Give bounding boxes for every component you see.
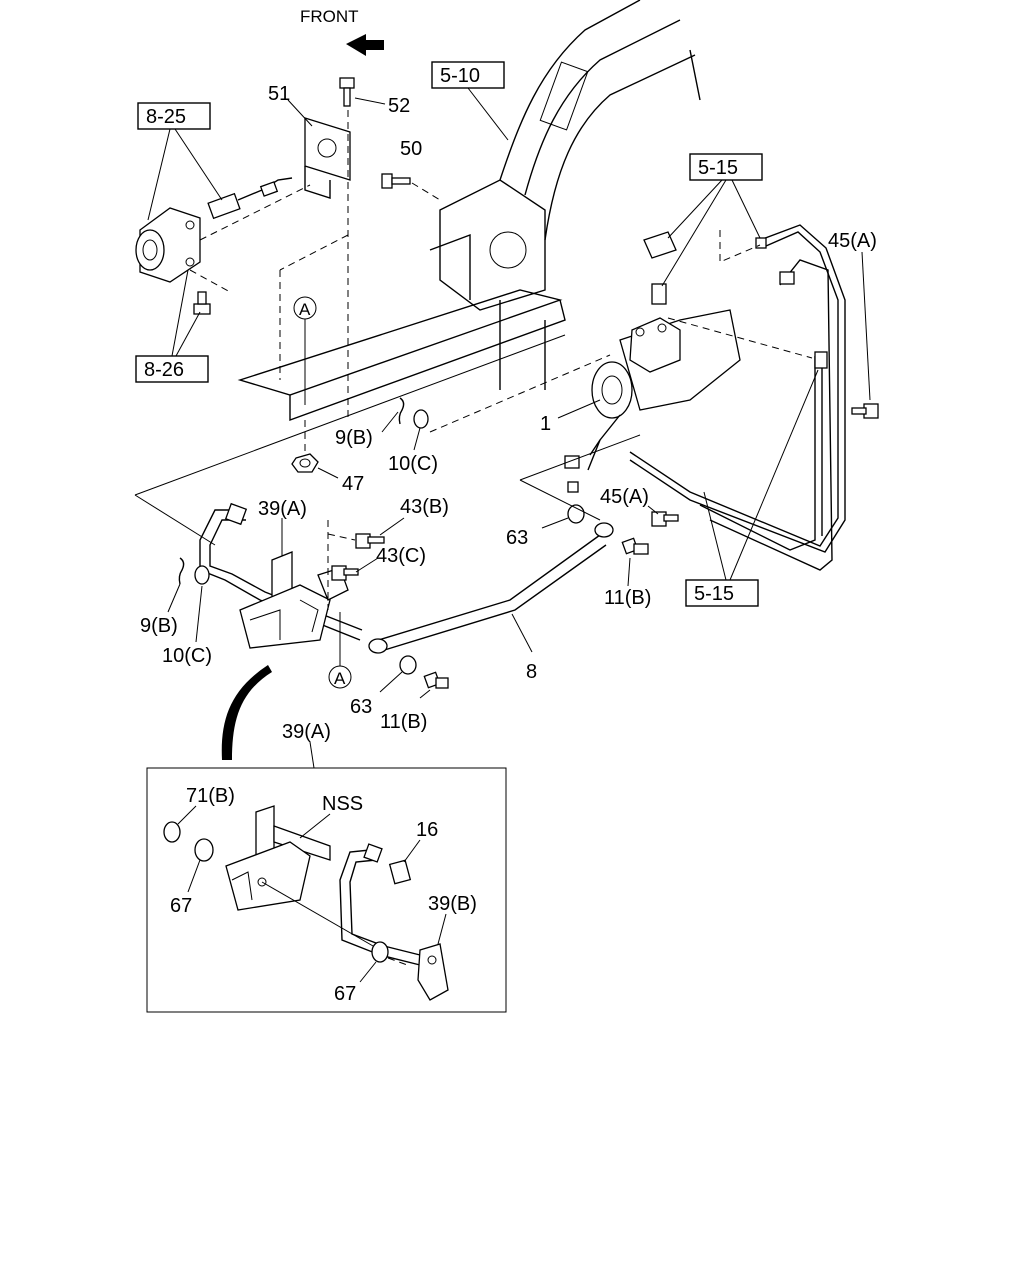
cotter-pin-9b-left — [178, 557, 185, 585]
pedal-bracket-39a — [199, 502, 363, 649]
bushing-63-bottom — [399, 655, 417, 675]
nut-47 — [291, 453, 319, 473]
washer-10c-top — [413, 409, 429, 429]
connecting-rod-8 — [368, 522, 614, 654]
stopper-16 — [388, 859, 412, 885]
ref-label-5-10: 5-10 — [440, 65, 480, 87]
inset-box — [146, 767, 507, 1013]
callout-63-top: 63 — [506, 527, 528, 549]
callout-43c: 43(C) — [376, 545, 426, 567]
ref-label-8-25: 8-25 — [146, 106, 186, 128]
ref-label-5-15-top: 5-15 — [698, 157, 738, 179]
inset-pointer-arrow — [221, 665, 272, 760]
callout-nss: NSS — [322, 793, 363, 815]
cotter-pin-9b-top — [398, 397, 405, 425]
callout-16: 16 — [416, 819, 438, 841]
pin-11b-bottom — [423, 671, 449, 689]
callout-50: 50 — [400, 138, 422, 160]
valve-assembly — [135, 207, 201, 283]
callout-11b-bottom: 11(B) — [380, 711, 427, 733]
callout-9b-left: 9(B) — [140, 615, 178, 637]
ref-box-5-15-top[interactable] — [689, 153, 763, 181]
ref-box-8-26[interactable] — [135, 355, 209, 383]
ref-box-8-25[interactable] — [137, 102, 211, 130]
bolt-45a-top — [851, 403, 879, 419]
callout-9b-top: 9(B) — [335, 427, 373, 449]
inset-bracket — [225, 805, 331, 911]
mounting-bracket-51 — [304, 117, 351, 199]
bolt-45a-mid — [651, 511, 679, 527]
callout-63-bottom: 63 — [350, 696, 372, 718]
inset-pedal-39b — [339, 843, 449, 1001]
collar-67-bottom — [371, 941, 389, 963]
ref-label-5-15-bottom: 5-15 — [694, 583, 734, 605]
pin-11b-top — [621, 537, 649, 555]
inset-title: 39(A) — [282, 721, 331, 743]
collar-67-left — [194, 838, 214, 862]
callout-51: 51 — [268, 83, 290, 105]
callout-1: 1 — [540, 413, 551, 435]
callout-43b: 43(B) — [400, 496, 449, 518]
callout-10c-top: 10(C) — [388, 453, 438, 475]
bushing-71b — [163, 821, 181, 843]
bolt-52 — [339, 77, 355, 107]
brake-lines — [629, 224, 846, 571]
callout-11b-top: 11(B) — [604, 587, 651, 609]
callout-67-left: 67 — [170, 895, 192, 917]
actuator-unit — [564, 231, 741, 493]
washer-10c-left — [194, 565, 210, 585]
ref-label-8-26: 8-26 — [144, 359, 184, 381]
front-label: FRONT — [300, 7, 359, 26]
callout-45a-mid: 45(A) — [600, 486, 649, 508]
marker-a-bottom-label: A — [334, 669, 346, 688]
ref-box-5-10[interactable] — [431, 61, 505, 89]
bolt-8-26 — [193, 291, 211, 315]
callout-67-bottom: 67 — [334, 983, 356, 1005]
callout-45a-top: 45(A) — [828, 230, 877, 252]
callout-47: 47 — [342, 473, 364, 495]
callout-52: 52 — [388, 95, 410, 117]
front-arrow-icon — [346, 34, 384, 56]
frame-rail — [237, 0, 701, 421]
callout-39a: 39(A) — [258, 498, 307, 520]
ref-box-5-15-bottom[interactable] — [685, 579, 759, 607]
callout-10c-left: 10(C) — [162, 645, 212, 667]
callout-39b: 39(B) — [428, 893, 477, 915]
bolt-43b — [355, 533, 385, 549]
bolt-50 — [381, 173, 411, 189]
pressure-switch — [207, 177, 293, 220]
callout-8: 8 — [526, 661, 537, 683]
bolt-43c — [331, 565, 359, 581]
callout-71b: 71(B) — [186, 785, 235, 807]
marker-a-top-label: A — [299, 300, 311, 319]
marker-a-bottom — [328, 665, 352, 689]
